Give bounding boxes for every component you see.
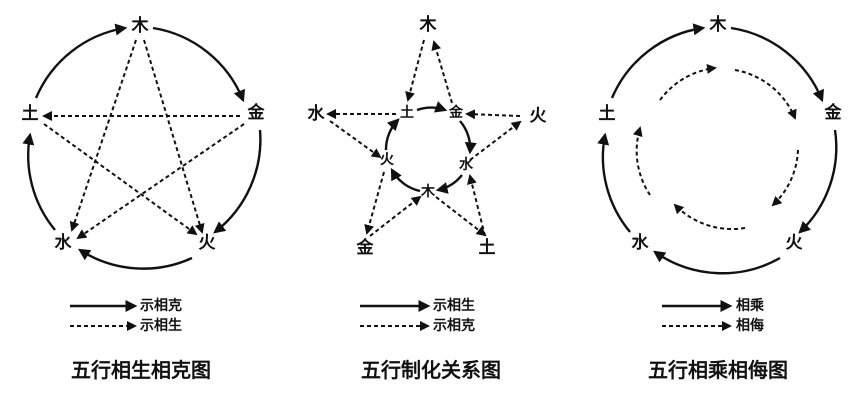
dash-arc-4 xyxy=(673,203,746,231)
dash-wood-water xyxy=(69,39,137,232)
legend-dashed-label: 相侮 xyxy=(736,317,764,334)
diagram-title: 五行制化关系图 xyxy=(361,358,501,382)
inner-node-metal: 金 xyxy=(448,104,464,121)
dash-arc-1 xyxy=(659,63,717,101)
arc-wood-metal xyxy=(730,26,824,103)
legend-solid-label: 相乘 xyxy=(736,297,765,314)
inner-node-wood: 木 xyxy=(420,183,436,200)
inner-circle-arrows xyxy=(384,101,477,194)
dash-fire-metal xyxy=(465,109,521,120)
outer-circle-arrows xyxy=(597,23,838,275)
node-wood: 木 xyxy=(131,15,150,36)
arc-water-earth xyxy=(22,132,56,231)
node-metal: 金 xyxy=(824,102,843,123)
outer-node-fire: 火 xyxy=(530,106,548,126)
node-fire: 火 xyxy=(199,233,217,253)
legend-solid-label: 示相克 xyxy=(140,297,182,314)
arc-fire-water xyxy=(653,250,781,275)
dash-wood-fire xyxy=(143,39,205,234)
dash-metal-wood xyxy=(431,40,453,104)
arc-inner-metal-water xyxy=(459,120,477,155)
inner-dashed-circle-arrows xyxy=(632,63,799,231)
diagram-regulation: 木 水 火 金 土 土 金 水 木 火 示相生 示相克 五行制化关系图 xyxy=(308,14,548,382)
arc-inner-earth-metal xyxy=(416,101,448,113)
diagram-title: 五行相生相克图 xyxy=(71,358,211,382)
node-earth: 土 xyxy=(22,103,39,124)
arc-metal-fire xyxy=(798,129,838,234)
dash-earthb-water xyxy=(467,174,486,237)
dash-water-fire xyxy=(329,120,382,159)
node-fire: 火 xyxy=(786,233,804,253)
arc-earth-wood xyxy=(34,23,128,99)
outer-node-water: 水 xyxy=(308,103,326,124)
dash-fire-metalb xyxy=(364,171,385,235)
diagram-title: 五行相乘相侮图 xyxy=(648,358,788,382)
node-wood: 木 xyxy=(709,14,728,35)
dash-earth-fire xyxy=(43,123,198,236)
dash-arc-5 xyxy=(632,126,651,196)
inner-node-earth: 土 xyxy=(400,104,414,121)
diagram-overacting-counteracting: 木 金 火 水 土 相乘 相侮 五行相乘相侮图 xyxy=(597,14,843,382)
node-metal: 金 xyxy=(247,102,266,123)
dash-wood-earthb xyxy=(435,196,487,237)
legend-solid-label: 示相生 xyxy=(433,297,475,314)
node-water: 水 xyxy=(55,232,73,253)
outer-node-earth: 土 xyxy=(479,237,496,258)
arc-inner-fire-earth xyxy=(384,118,400,151)
outer-circle-arrows xyxy=(22,23,262,270)
star-dashed-arrows xyxy=(326,39,522,237)
arc-fire-water xyxy=(77,248,193,270)
legend-dashed-label: 示相生 xyxy=(140,317,182,334)
outer-node-wood: 木 xyxy=(419,14,438,35)
arc-wood-metal xyxy=(152,26,245,103)
diagram-generation-restriction: 木 金 火 水 土 示相克 示相生 五行相生相克图 xyxy=(22,15,266,382)
dash-metalb-wood xyxy=(369,195,422,237)
dash-arc-3 xyxy=(771,149,799,207)
star-dashed-arrows xyxy=(42,39,245,240)
arc-inner-wood-fire xyxy=(390,167,421,193)
arc-earth-wood xyxy=(610,23,706,99)
node-earth: 土 xyxy=(599,103,616,124)
dash-wood-earth xyxy=(405,39,425,102)
arc-water-earth xyxy=(597,132,631,233)
inner-node-fire: 火 xyxy=(380,152,395,168)
dash-metal-water xyxy=(76,123,245,240)
arc-metal-fire xyxy=(213,129,262,234)
legend-dashed-label: 示相克 xyxy=(433,317,475,334)
inner-node-water: 水 xyxy=(459,156,474,173)
node-water: 水 xyxy=(632,232,650,253)
arc-inner-water-wood xyxy=(435,174,463,194)
outer-node-metal: 金 xyxy=(356,237,375,258)
dash-arc-2 xyxy=(734,69,797,120)
dash-water-firer xyxy=(469,120,522,161)
